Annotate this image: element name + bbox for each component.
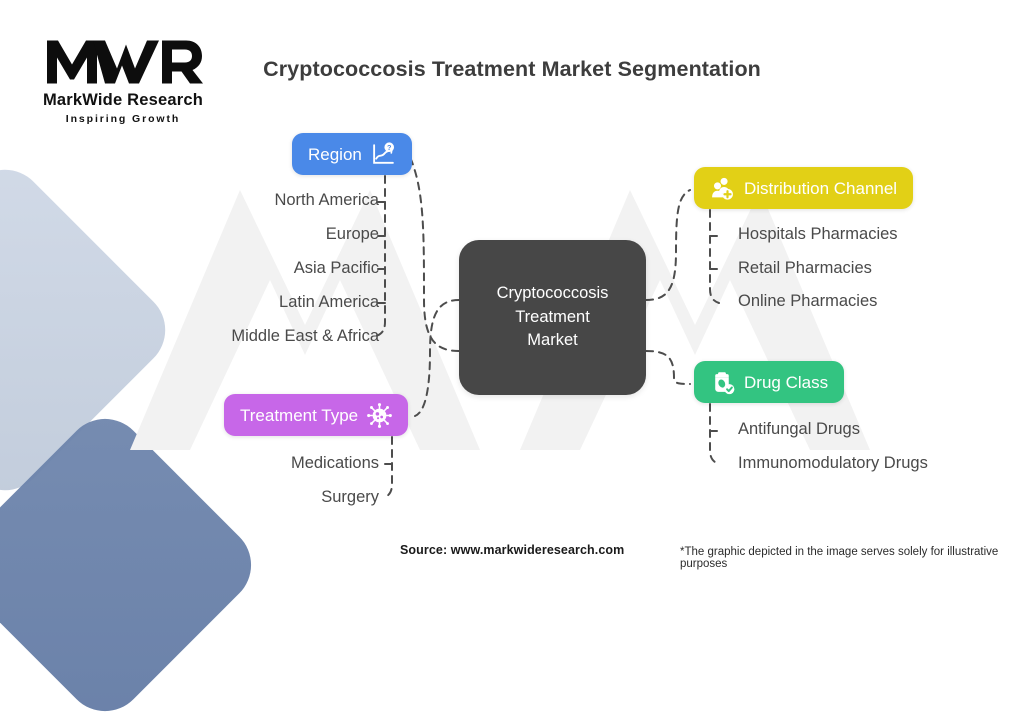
list-item: Medications	[290, 454, 379, 472]
mwr-monogram-icon	[47, 40, 203, 84]
branch-label-drug-class: Drug Class	[744, 372, 829, 392]
virus-icon	[367, 402, 393, 428]
connector-lines	[373, 156, 723, 499]
center-node: Cryptococcosis Treatment Market	[459, 240, 646, 395]
list-item: Online Pharmacies	[738, 292, 878, 310]
list-item: Middle East & Africa	[231, 327, 379, 345]
add-users-icon	[712, 177, 733, 200]
analytics-chart-question-icon: ?	[373, 141, 394, 164]
list-item: Europe	[325, 225, 379, 243]
branch-label-treatment-type: Treatment Type	[240, 405, 359, 425]
center-label-line-2: Treatment	[515, 307, 590, 326]
list-item: Asia Pacific	[293, 259, 379, 277]
branch-badge-drug-class[interactable]: Drug Class	[694, 361, 845, 403]
list-item: Immunomodulatory Drugs	[738, 453, 928, 472]
branch-label-region: Region	[308, 144, 362, 164]
brand-tagline: Inspiring Growth	[65, 113, 181, 125]
svg-text:?: ?	[387, 142, 392, 151]
list-item: Surgery	[321, 488, 379, 506]
branch-badge-treatment-type[interactable]: Treatment Type	[224, 394, 409, 436]
brand-name: MarkWide Research	[42, 91, 204, 109]
branch-badge-distribution-channel[interactable]: Distribution Channel	[694, 167, 914, 209]
center-label-line-3: Market	[527, 331, 578, 350]
disclaimer-text: *The graphic depicted in the image serve…	[680, 546, 999, 570]
list-item: Antifungal Drugs	[738, 420, 860, 438]
branch-label-distribution-channel: Distribution Channel	[744, 178, 898, 198]
page-title: Cryptococcosis Treatment Market Segmenta…	[263, 57, 761, 81]
branch-items-treatment-type: Medications Surgery	[291, 455, 379, 523]
list-item: Hospitals Pharmacies	[738, 225, 898, 243]
center-node-label: Cryptococcosis Treatment Market	[485, 282, 621, 352]
list-item: Latin America	[279, 293, 379, 311]
source-text: Source: www.markwideresearch.com	[400, 543, 625, 557]
branch-items-drug-class: Antifungal Drugs Immunomodulatory Drugs	[738, 421, 928, 488]
branch-items-region: North America Europe Asia Pacific Latin …	[231, 192, 379, 362]
center-label-line-1: Cryptococcosis	[496, 284, 609, 303]
branch-badge-region[interactable]: Region ?	[292, 133, 412, 175]
branch-items-distribution-channel: Hospitals Pharmacies Retail Pharmacies O…	[738, 226, 898, 327]
list-item: Retail Pharmacies	[738, 258, 872, 277]
infographic-canvas: MarkWide Research Inspiring Growth Crypt…	[0, 32, 999, 728]
brand-logo: MarkWide Research Inspiring Growth	[28, 32, 218, 125]
pill-check-icon	[715, 371, 735, 394]
list-item: North America	[274, 191, 379, 209]
